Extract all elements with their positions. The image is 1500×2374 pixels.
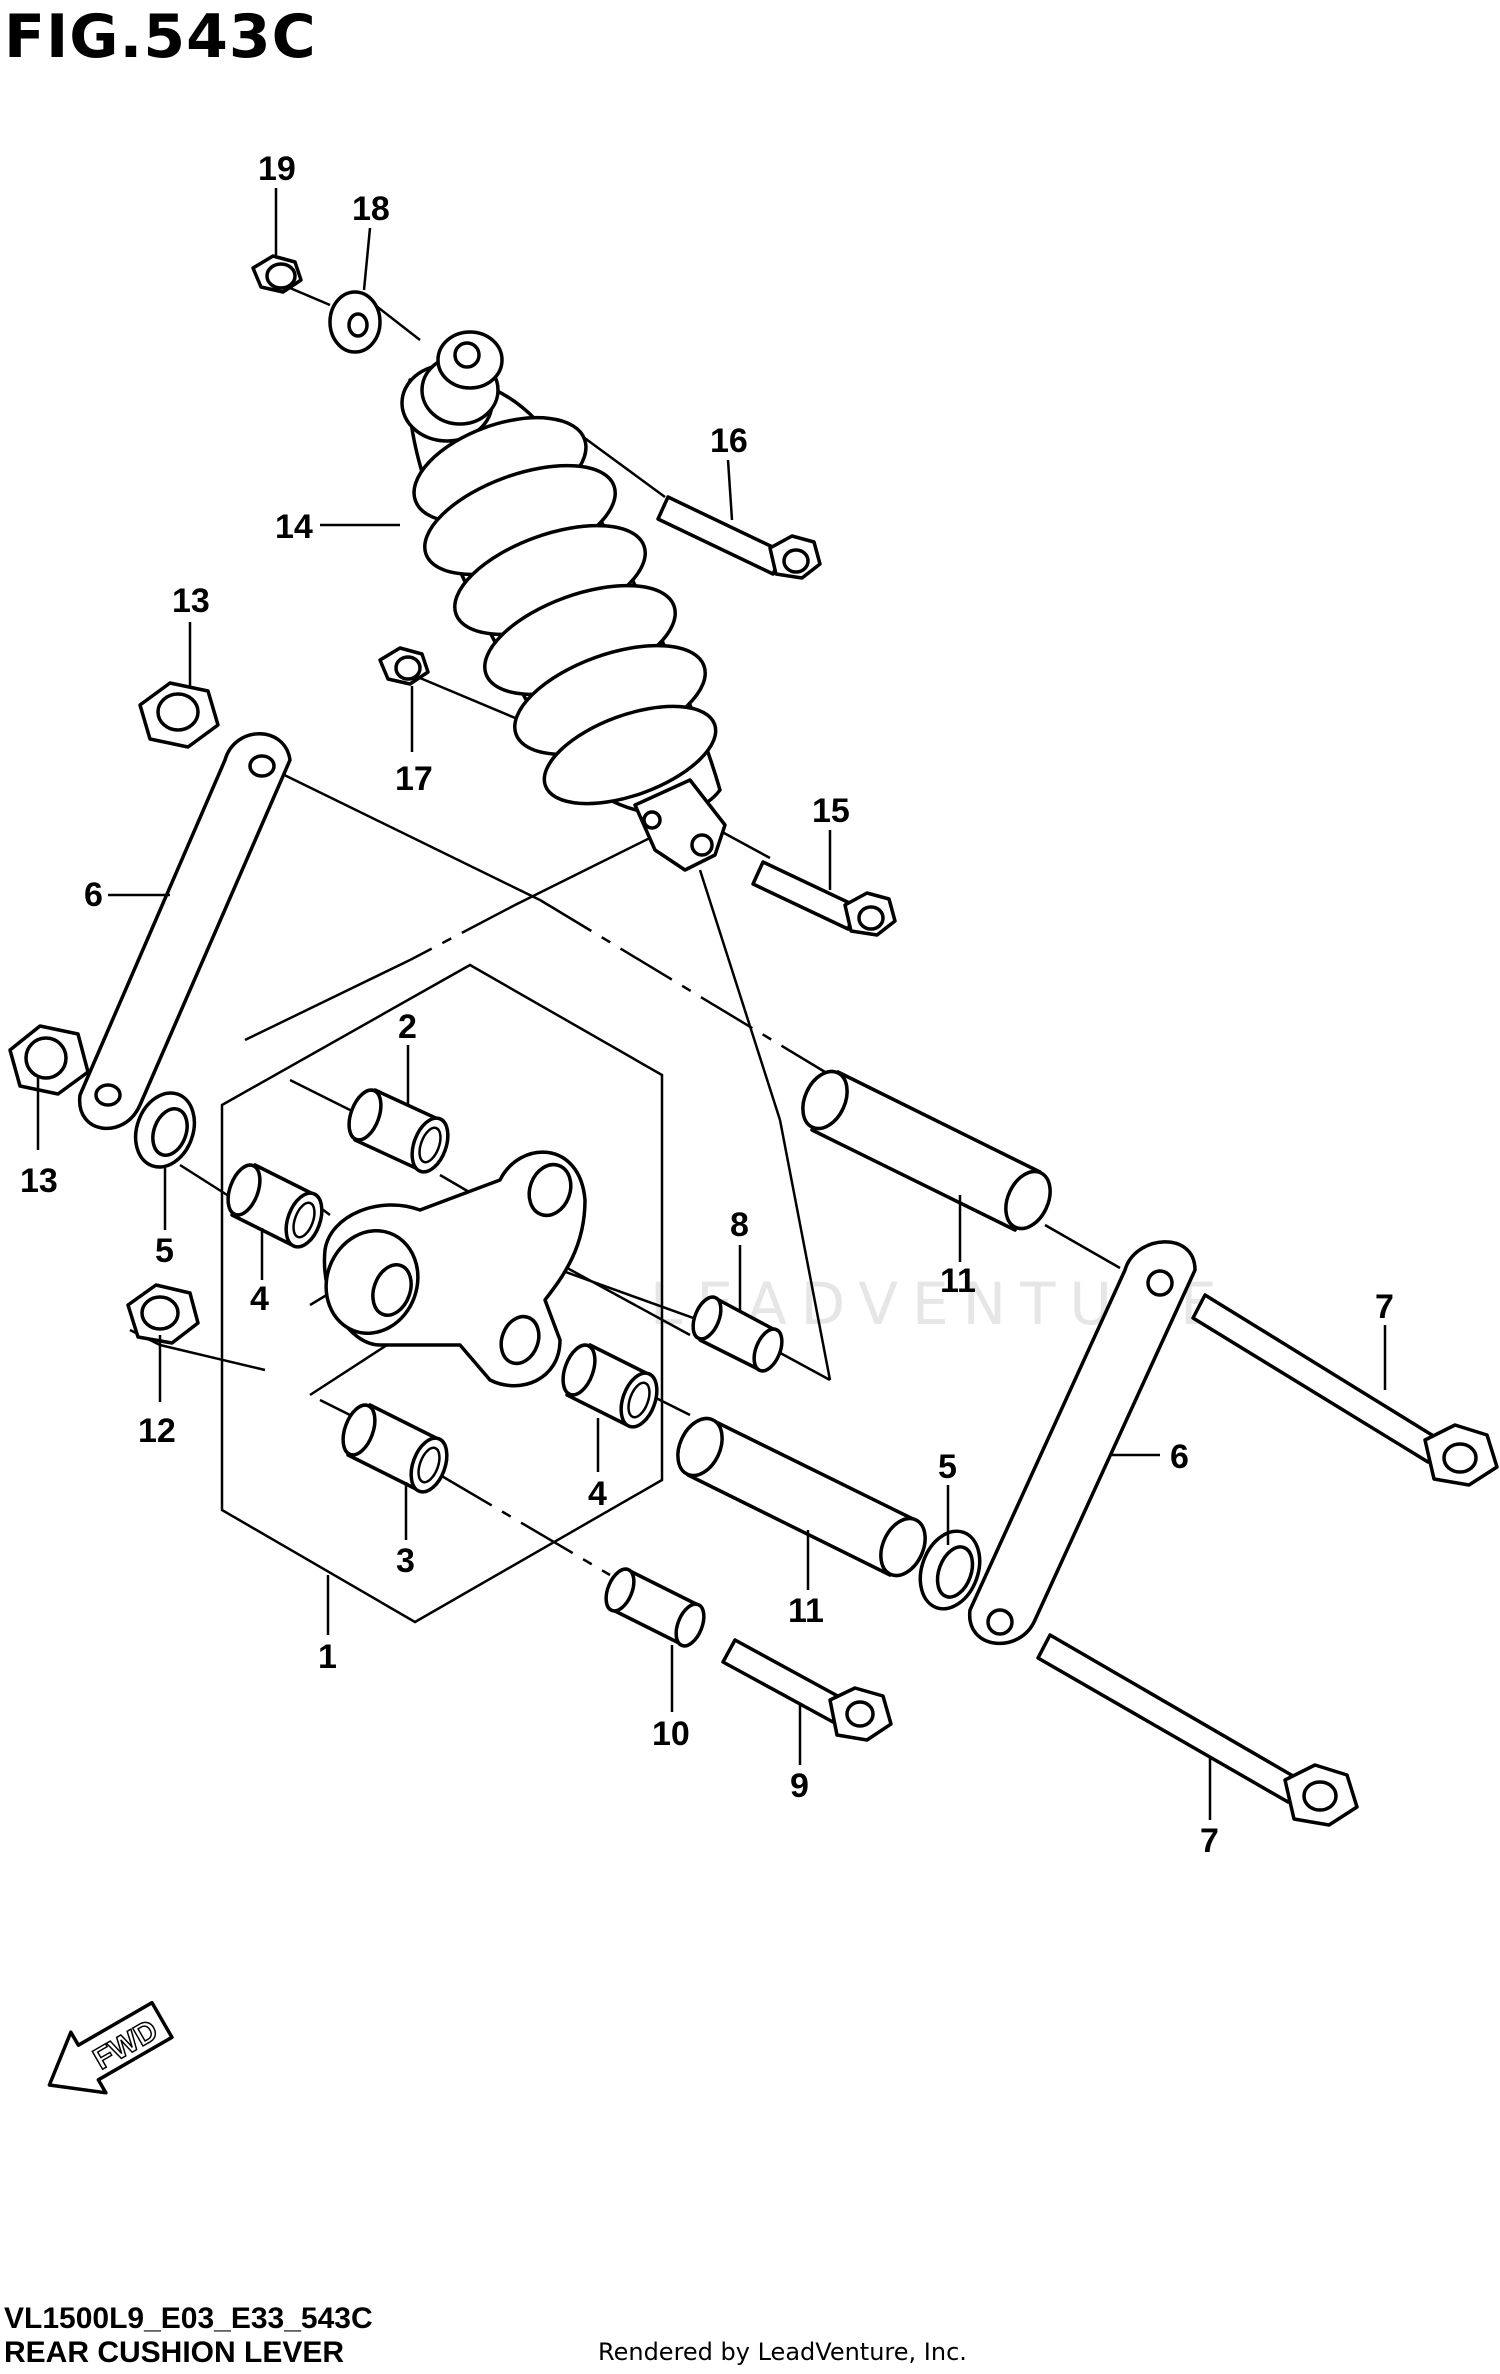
part-17-nut [378, 646, 430, 686]
part-11-spacer-lower [676, 1416, 927, 1578]
callout-5-left: 5 [155, 1232, 174, 1270]
callout-15: 15 [812, 792, 850, 830]
callout-11-upper: 11 [940, 1262, 976, 1300]
callout-12: 12 [138, 1412, 176, 1450]
part-4-bearing-lower [561, 1343, 659, 1429]
part-6-link-rod-left [78, 732, 292, 1131]
callout-14: 14 [275, 508, 313, 546]
part-19-nut [251, 254, 303, 294]
callout-4-upper: 4 [250, 1280, 269, 1318]
part-1-cushion-lever [322, 1150, 587, 1388]
fwd-arrow-icon: FWD [47, 2000, 174, 2095]
part-11-spacer-upper [801, 1069, 1052, 1232]
part-3-bearing [341, 1403, 449, 1494]
part-12-nut [126, 1283, 200, 1345]
callout-5-right: 5 [938, 1448, 957, 1486]
callout-16: 16 [710, 422, 748, 460]
part-4-bearing-upper [226, 1163, 324, 1249]
callout-6-right: 6 [1170, 1438, 1189, 1476]
callout-4-lower: 4 [588, 1475, 607, 1513]
rendered-by-credit: Rendered by LeadVenture, Inc. [598, 2338, 967, 2366]
callout-13-lower: 13 [20, 1162, 58, 1200]
diagram-caption: REAR CUSHION LEVER [4, 2336, 345, 2369]
part-15-bolt [751, 860, 897, 937]
part-7-bolt-lower [1036, 1633, 1359, 1827]
part-8-collar [691, 1295, 784, 1373]
callout-7-lower: 7 [1200, 1822, 1219, 1860]
callout-7-upper: 7 [1375, 1288, 1394, 1326]
callout-2: 2 [398, 1008, 417, 1046]
part-7-bolt-upper [1191, 1293, 1499, 1487]
part-5-dust-seal-right [918, 1529, 982, 1611]
callout-8: 8 [730, 1206, 749, 1244]
part-13-nut-upper [138, 681, 220, 749]
part-18-washer [328, 290, 382, 354]
callout-19: 19 [258, 150, 296, 188]
part-5-dust-seal-left [133, 1091, 197, 1169]
part-9-bolt [721, 1638, 893, 1742]
callout-11-lower: 11 [788, 1592, 824, 1630]
lever-assembly-box [220, 963, 664, 1624]
part-6-link-rod-right [968, 1240, 1197, 1646]
part-10-collar [604, 1567, 706, 1648]
figure-title: FIG.543C [4, 2, 317, 72]
callout-1: 1 [318, 1638, 337, 1676]
callout-6-left: 6 [84, 876, 103, 914]
part-2-needle-bearing [347, 1088, 450, 1174]
callout-numbers: 19 18 16 14 13 17 15 6 13 2 5 4 8 11 7 1… [20, 150, 1394, 1860]
part-14-rear-shock-absorber [400, 330, 727, 872]
callout-3: 3 [396, 1542, 415, 1580]
callout-18: 18 [352, 190, 390, 228]
callout-9: 9 [790, 1767, 809, 1805]
callout-17: 17 [395, 760, 433, 798]
callout-10: 10 [652, 1715, 690, 1753]
model-code: VL1500L9_E03_E33_543C [4, 2302, 373, 2335]
part-13-nut-lower [8, 1024, 90, 1096]
callout-13-upper: 13 [172, 582, 210, 620]
callout-leaders [36, 188, 1387, 1820]
part-16-bolt [656, 495, 822, 580]
